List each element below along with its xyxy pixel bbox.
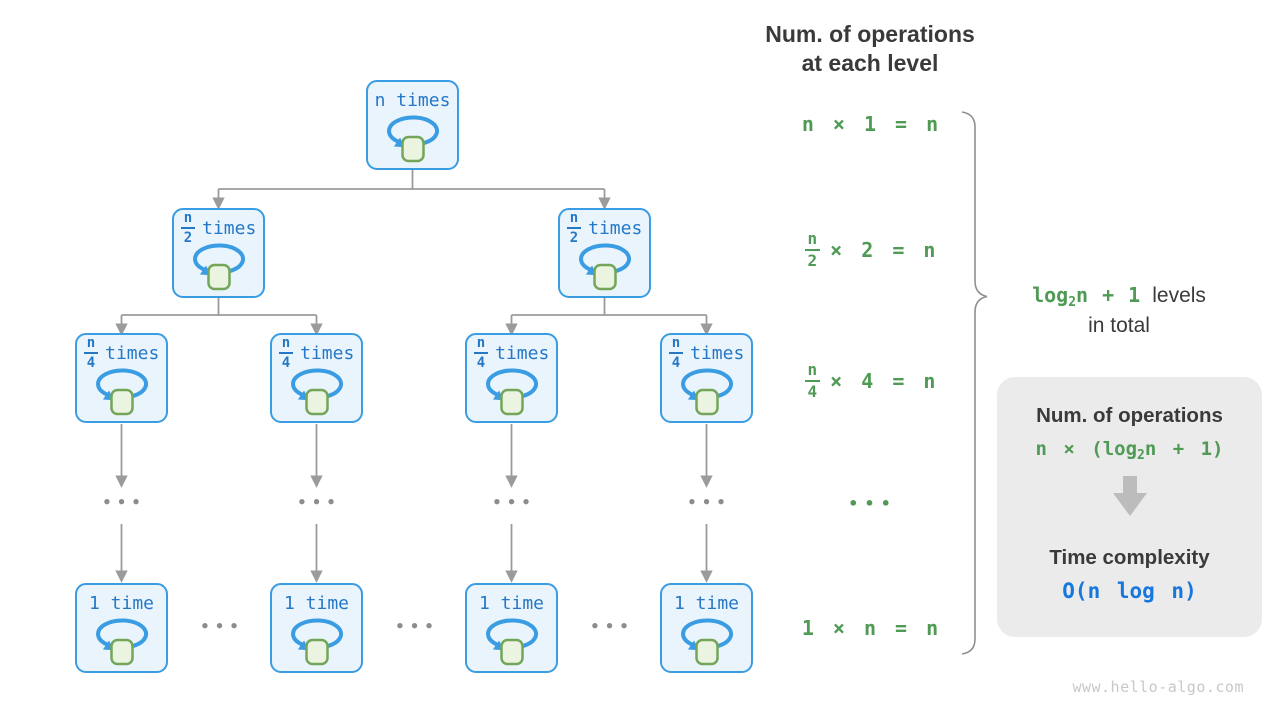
ops-level-1: n × 1 = n — [801, 112, 939, 136]
summary-panel: Num. of operations n × (log2n + 1) Time … — [997, 377, 1262, 637]
curly-brace — [961, 111, 988, 655]
loop-icon-slot — [91, 615, 153, 667]
leaf-ellipsis-3: ••• — [590, 617, 634, 636]
loop-icon — [290, 368, 343, 416]
loop-icon — [192, 243, 245, 291]
loop-icon — [578, 243, 631, 291]
node-label: 1 time — [673, 592, 740, 614]
column-header: Num. of operations at each level — [739, 20, 1001, 78]
ops-ellipsis: ••• — [848, 494, 897, 513]
loop-icon-slot — [382, 112, 444, 164]
node-label: 1 time — [88, 592, 155, 614]
tree-node-root: n times — [366, 80, 459, 170]
leaf-ellipsis-2: ••• — [395, 617, 439, 636]
ops-level-n: 1 × n = n — [801, 616, 939, 640]
loop-icon — [290, 618, 343, 666]
leaf-ellipsis-1: ••• — [200, 617, 244, 636]
loop-icon-slot — [286, 365, 348, 417]
loop-icon — [680, 368, 733, 416]
loop-icon — [95, 618, 148, 666]
watermark: www.hello-algo.com — [1072, 678, 1244, 696]
loop-icon-slot — [188, 240, 250, 292]
levels-note-line2: in total — [1088, 314, 1150, 337]
loop-icon-slot — [481, 615, 543, 667]
loop-icon-slot — [286, 615, 348, 667]
panel-title-complexity: Time complexity — [1049, 546, 1210, 569]
vertical-ellipsis-4: ••• — [687, 493, 731, 512]
loop-icon — [95, 368, 148, 416]
node-label: n times — [374, 89, 451, 111]
loop-icon — [386, 115, 439, 163]
tree-node-leaf-4: 1 time — [660, 583, 753, 673]
loop-icon — [485, 618, 538, 666]
vertical-ellipsis-1: ••• — [102, 493, 146, 512]
loop-icon-slot — [574, 240, 636, 292]
vertical-ellipsis-3: ••• — [492, 493, 536, 512]
tree-node-leaf-2: 1 time — [270, 583, 363, 673]
loop-icon-slot — [676, 615, 738, 667]
column-header-line2: at each level — [801, 50, 939, 76]
node-label: 1 time — [283, 592, 350, 614]
loop-icon — [485, 368, 538, 416]
vertical-ellipsis-2: ••• — [297, 493, 341, 512]
node-label: 1 time — [478, 592, 545, 614]
panel-complexity-value: O(n log n) — [1062, 579, 1197, 603]
loop-icon — [680, 618, 733, 666]
panel-operations-formula: n × (log2n + 1) — [1035, 438, 1224, 463]
block-arrow-down-icon — [1112, 476, 1147, 518]
tree-node-leaf-3: 1 time — [465, 583, 558, 673]
loop-icon-slot — [676, 365, 738, 417]
tree-node-leaf-1: 1 time — [75, 583, 168, 673]
column-header-line1: Num. of operations — [765, 21, 975, 47]
loop-icon-slot — [91, 365, 153, 417]
loop-icon-slot — [481, 365, 543, 417]
levels-formula: log2n + 1 — [1032, 283, 1141, 310]
panel-title-operations: Num. of operations — [1036, 404, 1223, 427]
